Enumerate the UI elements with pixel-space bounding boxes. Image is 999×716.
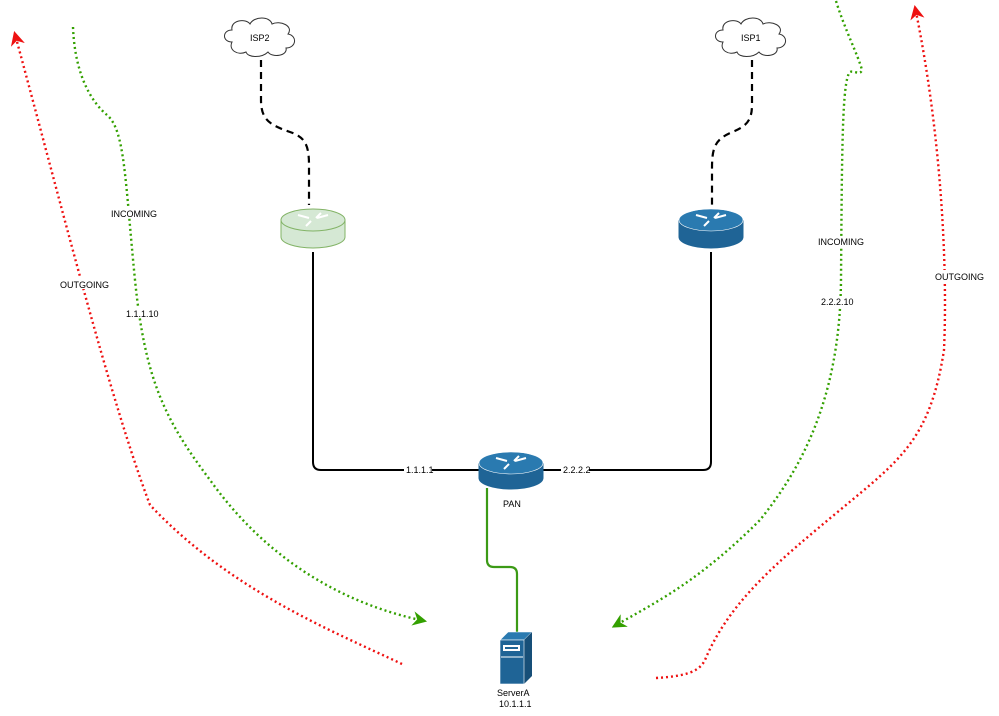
isp2-link bbox=[259, 60, 311, 205]
left-incoming-label: INCOMING bbox=[111, 209, 157, 219]
isp1-router[interactable] bbox=[678, 208, 744, 249]
pan-firewall-router[interactable]: PAN bbox=[478, 451, 544, 509]
router-arrows-icon bbox=[297, 212, 329, 227]
left-incoming-flow bbox=[71, 26, 428, 626]
isp1-cloud[interactable]: ISP1 bbox=[715, 17, 786, 57]
isp1-router-to-pan-link bbox=[542, 252, 712, 471]
isp2-router[interactable] bbox=[280, 208, 346, 249]
pan-to-server-link bbox=[485, 488, 519, 632]
isp1-label: ISP1 bbox=[741, 33, 761, 43]
left-outgoing-label: OUTGOING bbox=[60, 280, 109, 290]
router-arrows-icon bbox=[495, 455, 527, 470]
pan-label: PAN bbox=[503, 499, 521, 509]
right-outgoing-label: OUTGOING bbox=[935, 272, 984, 282]
right-incoming-ip-label: 2.2.2.10 bbox=[821, 297, 854, 307]
server-a[interactable]: ServerA 10.1.1.1 bbox=[497, 631, 533, 709]
left-outgoing-flow bbox=[10, 31, 403, 666]
isp2-label: ISP2 bbox=[250, 33, 270, 43]
isp2-cloud[interactable]: ISP2 bbox=[224, 17, 295, 57]
interface-label-right: 2.2.2.2 bbox=[563, 465, 591, 475]
interface-label-left: 1.1.1.1 bbox=[406, 465, 434, 475]
right-outgoing-flow bbox=[655, 4, 947, 680]
right-incoming-flow bbox=[611, 0, 864, 628]
router-arrows-icon bbox=[695, 212, 727, 227]
right-incoming-label: INCOMING bbox=[818, 237, 864, 247]
server-ip-label: 10.1.1.1 bbox=[499, 699, 532, 709]
server-name-label: ServerA bbox=[497, 688, 530, 698]
isp1-link bbox=[710, 60, 754, 205]
left-incoming-ip-label: 1.1.1.10 bbox=[126, 309, 159, 319]
isp2-router-to-pan-link bbox=[312, 252, 480, 471]
